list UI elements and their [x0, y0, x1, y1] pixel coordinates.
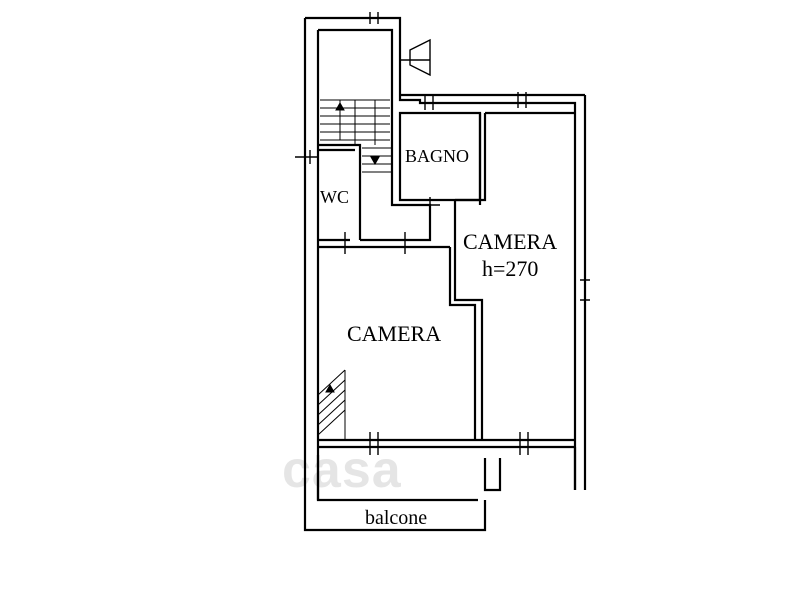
- stair-arrows: [325, 101, 380, 393]
- room-label-wc: WC: [320, 187, 349, 207]
- room-label-bagno: BAGNO: [405, 146, 470, 166]
- room-label-camera-right-height: h=270: [482, 256, 539, 281]
- room-label-camera-right: CAMERA: [463, 229, 558, 254]
- window-marks: [295, 12, 590, 455]
- room-label-camera-left: CAMERA: [347, 321, 442, 346]
- room-label-balcone: balcone: [365, 507, 428, 529]
- watermark-text: casa: [282, 441, 402, 499]
